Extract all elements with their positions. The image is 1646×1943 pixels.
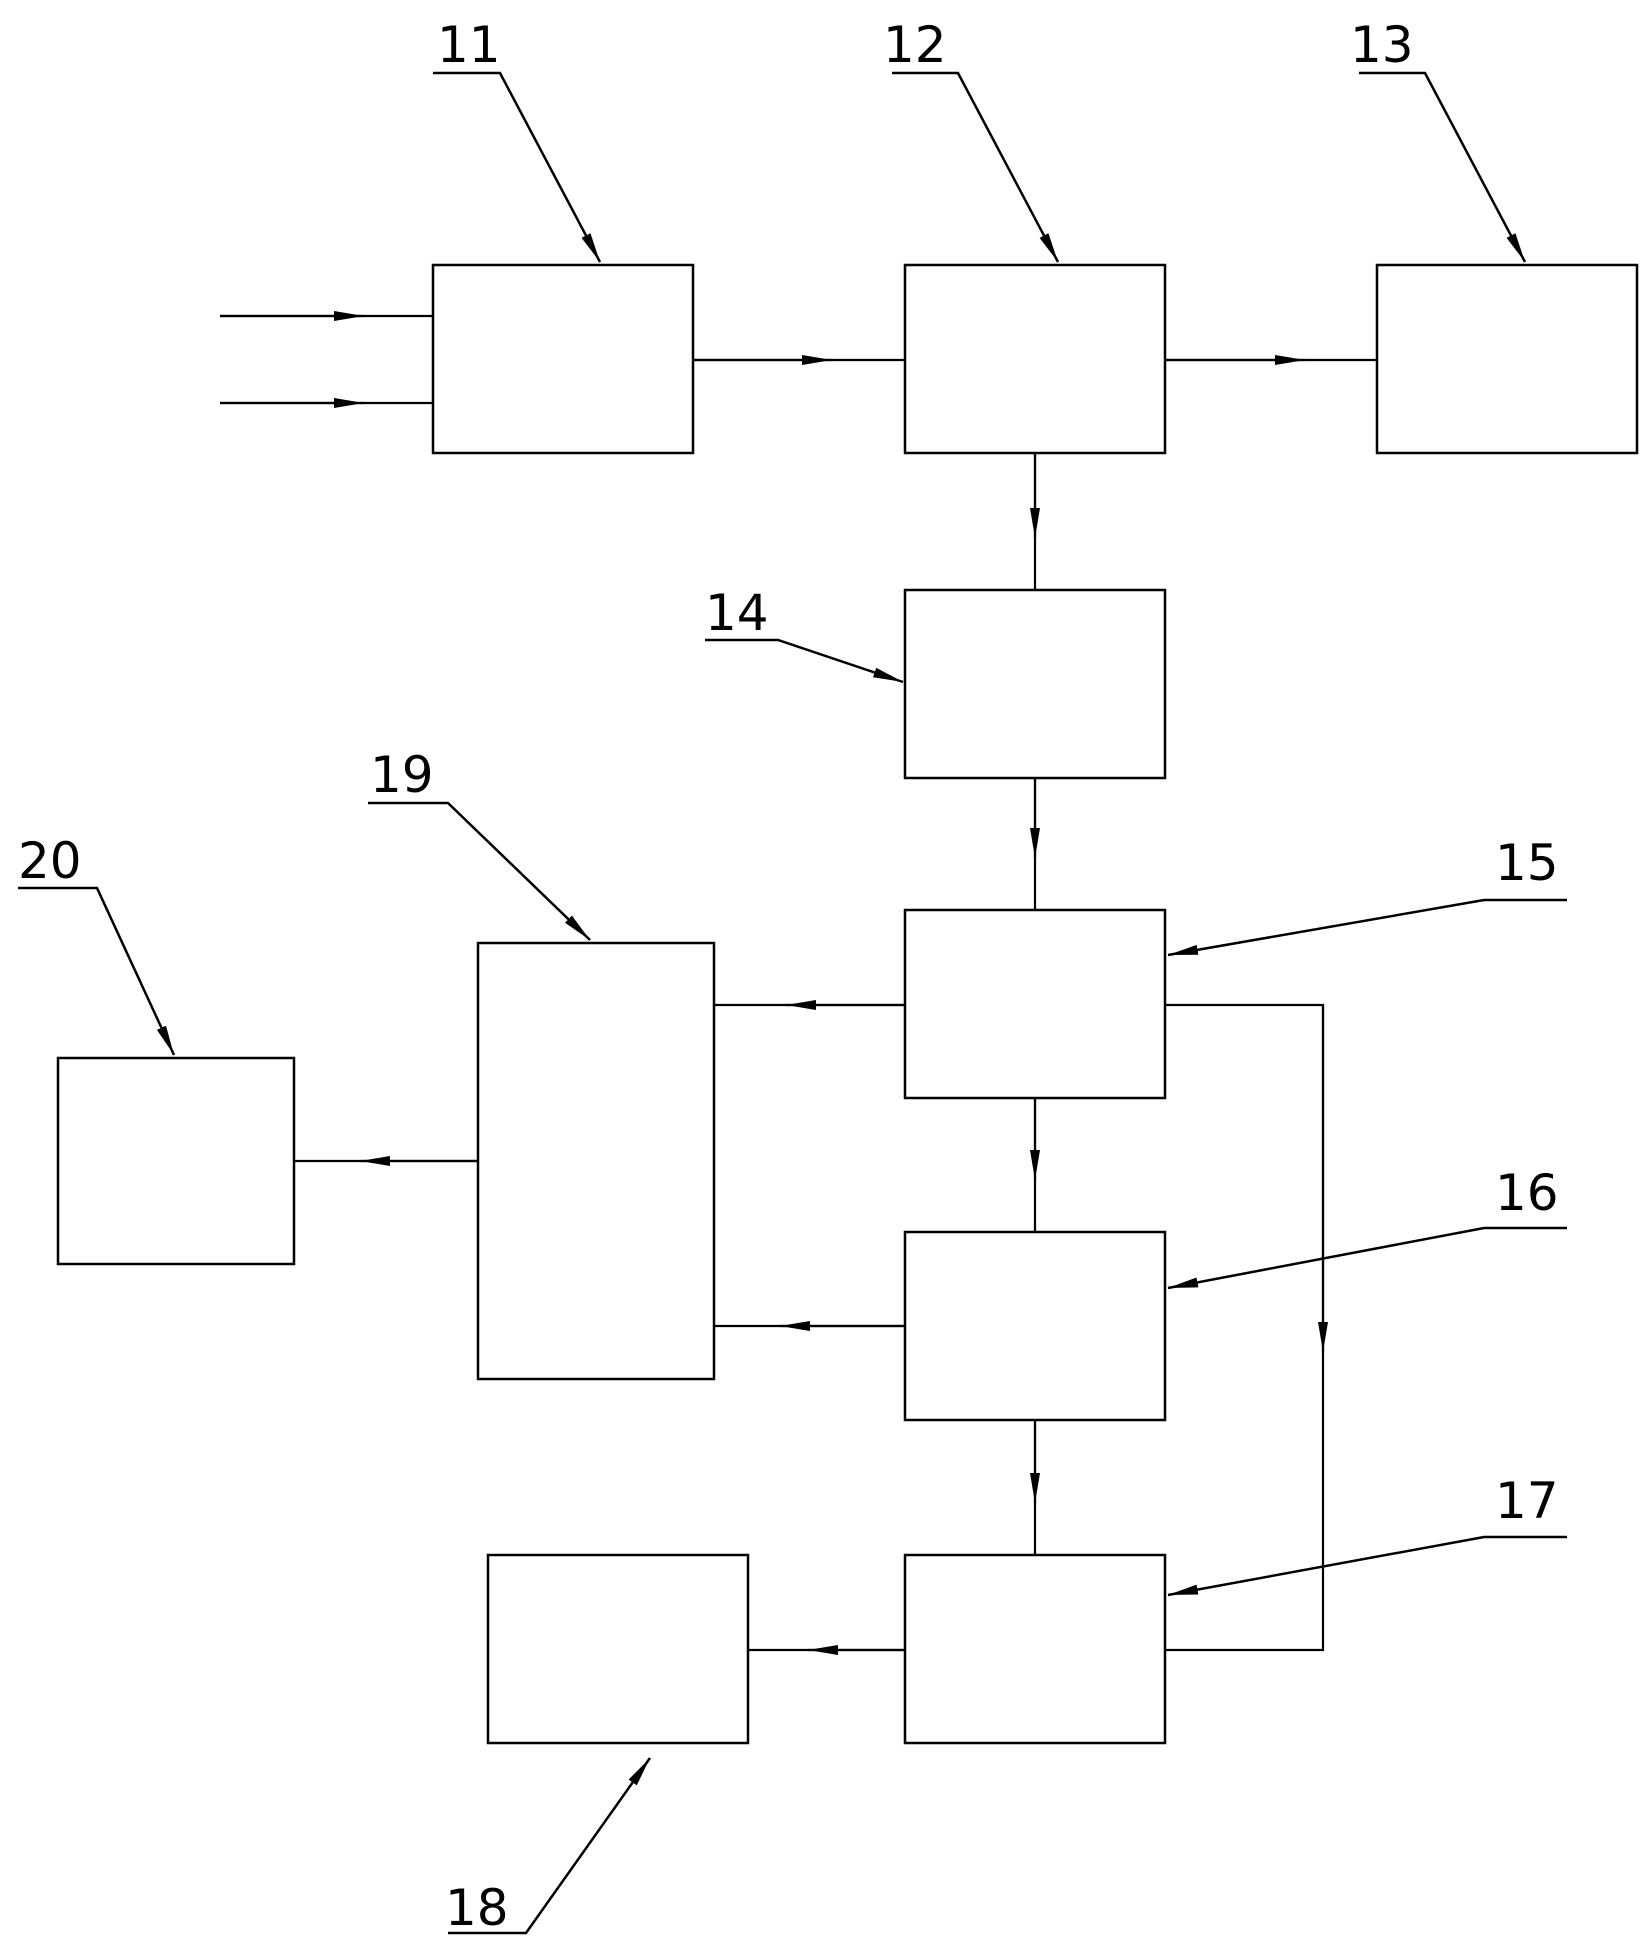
block-17 bbox=[903, 1553, 1167, 1745]
label-18: 18 bbox=[445, 1879, 509, 1937]
label-13: 13 bbox=[1350, 16, 1414, 74]
leader-11 bbox=[433, 71, 602, 263]
block-19 bbox=[476, 941, 716, 1381]
leader-16 bbox=[1167, 1226, 1567, 1290]
leader-17 bbox=[1167, 1535, 1567, 1597]
label-15: 15 bbox=[1495, 834, 1559, 892]
block-12 bbox=[903, 263, 1167, 455]
label-14: 14 bbox=[705, 584, 769, 642]
leader-19 bbox=[368, 801, 591, 941]
leader-18 bbox=[448, 1757, 652, 1935]
leader-15 bbox=[1167, 898, 1567, 957]
leader-13 bbox=[1359, 71, 1527, 263]
leader-20 bbox=[18, 886, 176, 1056]
block-15 bbox=[903, 908, 1167, 1100]
label-17: 17 bbox=[1495, 1472, 1559, 1530]
block-11 bbox=[431, 263, 695, 455]
label-19: 19 bbox=[370, 746, 434, 804]
label-20: 20 bbox=[18, 832, 82, 890]
leader-14 bbox=[705, 638, 904, 684]
label-11: 11 bbox=[437, 16, 501, 74]
leader-12 bbox=[892, 71, 1060, 263]
block-18 bbox=[486, 1553, 750, 1745]
block-13 bbox=[1375, 263, 1639, 455]
label-12: 12 bbox=[883, 16, 947, 74]
label-16: 16 bbox=[1495, 1164, 1559, 1222]
block-14 bbox=[903, 588, 1167, 780]
block-16 bbox=[903, 1230, 1167, 1422]
feedback-loop-15-17 bbox=[1165, 1003, 1325, 1652]
block-20 bbox=[56, 1056, 296, 1266]
